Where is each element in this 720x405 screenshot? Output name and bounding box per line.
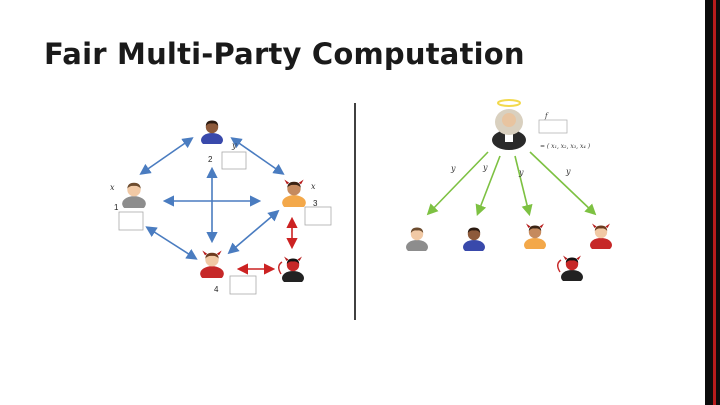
right-ideal-diagram: f = ( x₁, x₂, x₃, x₄ ) y y y y xyxy=(406,99,612,281)
party-2-box xyxy=(221,151,247,170)
party-2-avatar xyxy=(201,120,223,144)
halo-icon xyxy=(497,99,521,107)
slide-title: Fair Multi-Party Computation xyxy=(44,37,525,71)
arrow-p2-p3 xyxy=(230,137,285,175)
party-3-box xyxy=(304,206,332,226)
trusted-party-collar xyxy=(505,132,513,142)
party-4-avatar xyxy=(200,250,224,278)
output-label-1: y xyxy=(450,164,456,173)
ideal-party-1-avatar xyxy=(406,227,428,251)
output-label-3: y xyxy=(518,168,524,177)
party-3-avatar xyxy=(282,179,306,207)
adversary-tail-icon xyxy=(278,261,283,275)
function-formula: = ( x₁, x₂, x₃, x₄ ) xyxy=(540,143,591,150)
party-1-avatar xyxy=(122,182,146,208)
ideal-party-4-avatar xyxy=(590,223,612,249)
output-label-2: y xyxy=(482,163,488,172)
party-1-box xyxy=(118,211,144,231)
trusted-party-face xyxy=(502,113,516,127)
arrow-p2-p1 xyxy=(139,137,194,175)
right-edge-band xyxy=(705,0,720,405)
output-arrow-p3 xyxy=(514,155,533,217)
function-box xyxy=(538,119,568,134)
party-3-number: 3 xyxy=(313,199,318,208)
left-network-diagram: y 2 x 1 x 3 4 xyxy=(110,120,332,295)
party-4-box xyxy=(229,275,257,295)
arrow-p3-p4 xyxy=(227,209,280,255)
ideal-party-2-avatar xyxy=(463,227,485,251)
output-arrow-p2 xyxy=(475,155,501,216)
adversary-devil-avatar xyxy=(282,256,304,282)
party-2-number: 2 xyxy=(208,155,213,164)
ideal-adversary-avatar xyxy=(561,255,583,281)
arrow-p1-p4 xyxy=(145,226,198,260)
output-arrow-p1 xyxy=(426,151,489,216)
right-edge-red-line xyxy=(713,0,716,405)
output-label-4: y xyxy=(565,167,571,176)
ideal-party-3-avatar xyxy=(524,223,546,249)
party-3-input: x xyxy=(311,182,316,191)
party-4-number: 4 xyxy=(214,285,219,294)
function-label: f xyxy=(544,112,549,120)
party-2-input: y xyxy=(231,141,237,150)
output-arrow-p4 xyxy=(529,151,597,216)
party-1-input: x xyxy=(110,183,115,192)
party-1-number: 1 xyxy=(114,203,119,212)
ideal-adversary-tail-icon xyxy=(557,259,562,273)
